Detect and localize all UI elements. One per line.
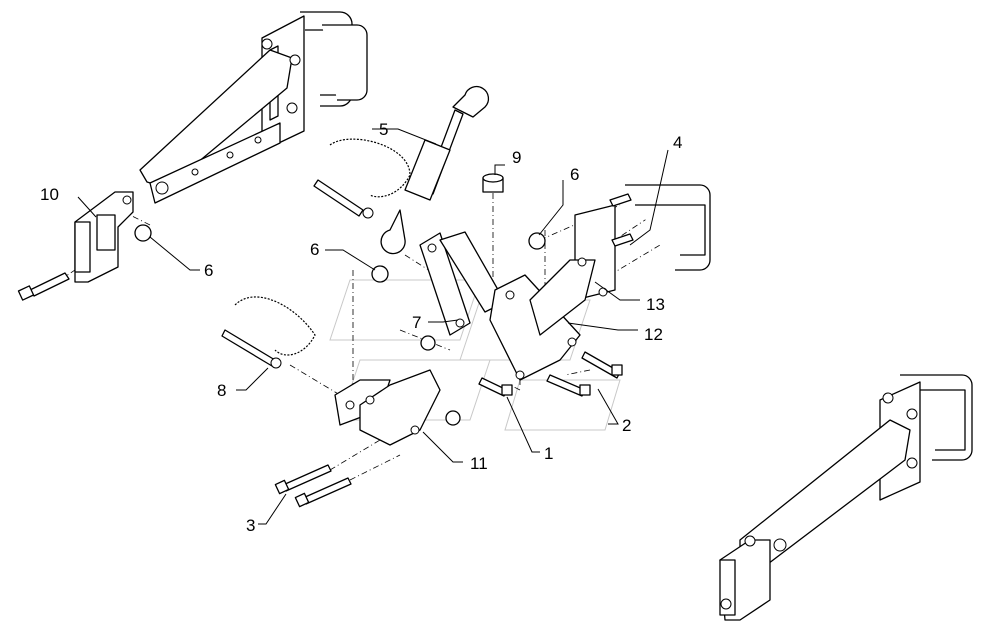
callout-6-middle: 6: [310, 240, 319, 259]
upper-left-arm-assembly: [139, 11, 368, 204]
leader-lines: [77, 128, 669, 525]
part-5-turnbuckle: [380, 85, 490, 255]
part-11-bracket: [334, 369, 441, 446]
part-2-bolts: [546, 351, 623, 397]
part-10-bracket: [74, 191, 149, 283]
part-13-bracket: [529, 204, 616, 336]
callout-6-right: 6: [570, 165, 579, 184]
callout-6-left: 6: [204, 261, 213, 280]
callout-4: 4: [673, 133, 682, 152]
part-3-bolts: [274, 464, 352, 508]
part-10-bolt: [17, 272, 70, 301]
callout-5: 5: [379, 120, 388, 139]
callout-7: 7: [412, 313, 421, 332]
callout-1: 1: [544, 444, 553, 463]
part-4-u-bolts: [609, 184, 711, 271]
part-8-pin-lower: [221, 296, 316, 369]
part-12-plate: [489, 274, 581, 381]
lower-right-arm-assembly: [719, 374, 973, 621]
callout-9: 9: [512, 148, 521, 167]
part-9-bushing: [482, 173, 504, 193]
part-6-nuts: [134, 224, 546, 426]
part-8-pin-upper: [313, 138, 411, 219]
part-7-link-plates: [419, 231, 506, 336]
callout-10: 10: [40, 185, 59, 204]
callout-8: 8: [217, 381, 226, 400]
callout-12: 12: [644, 325, 663, 344]
callout-labels: 1 2 3 4 5 6 6 6 7 8 9 10 11 12 13: [40, 120, 682, 535]
callout-11: 11: [470, 454, 488, 473]
part-1-bolt: [478, 377, 513, 397]
callout-13: 13: [646, 295, 665, 314]
callout-3: 3: [246, 516, 255, 535]
callout-2: 2: [622, 416, 631, 435]
